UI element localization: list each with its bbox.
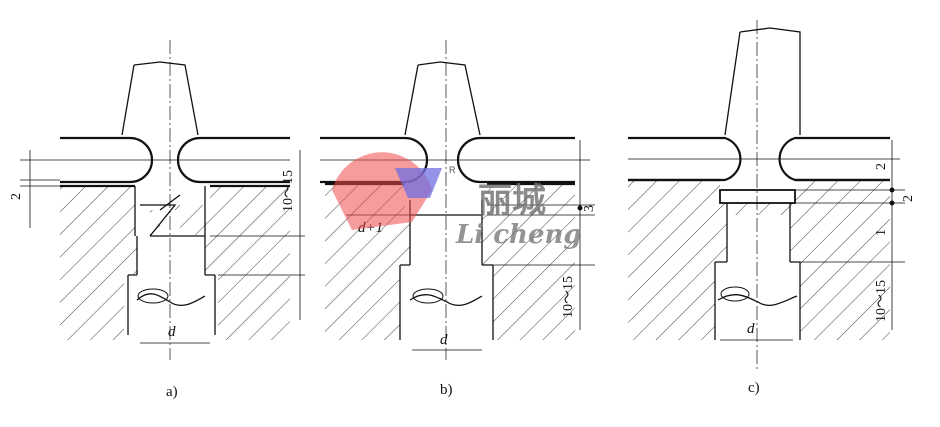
dim-d-label: d [168, 324, 176, 340]
dim-range-label: 10～15 [874, 280, 889, 322]
stud-outline [127, 236, 216, 335]
stud-break-line [717, 294, 798, 306]
dim-top-2-label: 2 [874, 163, 889, 170]
watermark-registered: R [449, 165, 456, 175]
stud-break-line [409, 294, 483, 306]
dim-range-label: 10～15 [281, 170, 296, 212]
panel-c: 2 2 1 10～15 d c) [628, 20, 916, 396]
caption-b: b) [440, 382, 453, 398]
watermark-logo: R 丽城 Li cheng [332, 152, 582, 250]
electrode-left-edge [121, 64, 135, 136]
electrode-right-edge [133, 61, 199, 136]
dim-1-label: 1 [874, 229, 889, 236]
electrode-right-edge [739, 27, 801, 135]
electrode-right-edge [417, 61, 481, 136]
dim-mid-2-label: 2 [901, 195, 916, 202]
electrode-left-edge [724, 31, 741, 136]
stud-section [412, 288, 444, 304]
panel-a: 2 10～15 d a) [9, 40, 305, 400]
watermark-blue-shape [395, 168, 442, 198]
collar-ring [719, 189, 796, 204]
stud-section [137, 288, 169, 304]
stud-break-line [136, 293, 206, 306]
stud-outline [399, 264, 494, 340]
joint-profile [134, 186, 206, 237]
dim-range-label: 10～15 [561, 276, 576, 318]
stud-outline [714, 203, 801, 340]
electrode-left-edge [404, 64, 419, 136]
watermark-chinese: 丽城 [478, 181, 546, 221]
dim-3-label: 3 [582, 205, 597, 212]
watermark-latin: Li cheng [455, 220, 582, 250]
caption-c: c) [748, 380, 760, 396]
dim-2-label: 2 [9, 193, 24, 200]
dim-d-label: d [440, 332, 448, 348]
stud-section [720, 286, 750, 302]
dim-d-label: d [747, 321, 755, 337]
caption-a: a) [166, 384, 178, 400]
